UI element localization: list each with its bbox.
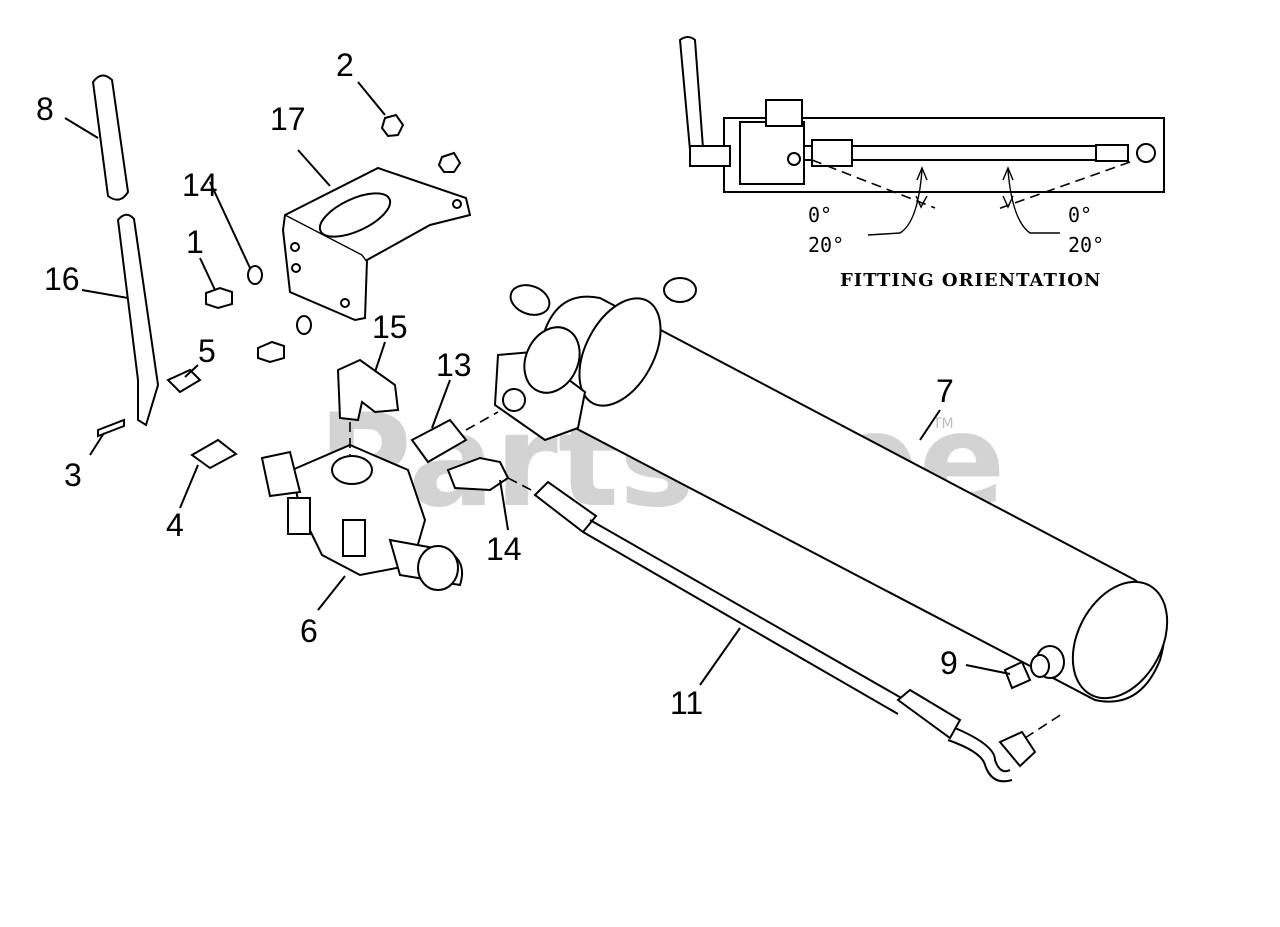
callout-15: 14	[486, 531, 522, 567]
hydraulic-cylinder	[493, 277, 1169, 703]
callout-14: 13	[436, 347, 472, 383]
callout-13: 15	[372, 309, 408, 345]
angle-right-20: 20°	[1068, 233, 1104, 257]
callout-12: 14	[182, 167, 218, 203]
callout-3: 3	[64, 457, 82, 493]
fittings	[336, 358, 1032, 690]
callout-4: 4	[166, 507, 184, 543]
leader-lines	[64, 81, 1011, 686]
elbow-13	[336, 358, 400, 422]
callout-7: 7	[936, 373, 954, 409]
callout-2: 2	[336, 47, 354, 83]
callout-16: 16	[44, 261, 80, 297]
callout-1: 1	[186, 224, 204, 260]
clip-5	[166, 368, 202, 394]
callout-8: 8	[36, 91, 54, 127]
callout-11: 11	[670, 685, 703, 721]
washer-lower	[296, 315, 312, 335]
hardware	[205, 113, 462, 364]
hydraulic-hose	[533, 480, 1066, 783]
handle-lever-16	[116, 213, 160, 427]
angle-right-0: 0°	[1068, 203, 1092, 227]
callout-5: 5	[198, 333, 216, 369]
angle-left-20: 20°	[808, 233, 844, 257]
callout-6: 6	[300, 613, 318, 649]
fitting-orientation-inset: 0° 20° 0° 20° FITTING ORIENTATION	[678, 36, 1165, 291]
washer-12	[247, 265, 263, 285]
bolt-lower	[257, 340, 285, 364]
handle-grip-8	[91, 74, 130, 201]
mounting-bracket	[281, 166, 472, 322]
callout-9: 9	[940, 645, 958, 681]
watermark-trademark: TM	[932, 416, 954, 432]
control-valve	[260, 443, 464, 591]
angle-left-0: 0°	[808, 203, 832, 227]
inset-caption: FITTING ORIENTATION	[840, 270, 1101, 291]
adapter-14	[410, 418, 468, 464]
bolt-upper	[437, 151, 462, 173]
control-handle	[91, 74, 238, 470]
bolt-2	[380, 113, 405, 138]
bolt-1	[205, 286, 233, 310]
callout-17: 17	[270, 101, 306, 137]
link-4	[190, 438, 238, 470]
callout-labels: 8 2 17 14 1 16 5 3 4 6 15 13 14 7 9 11	[36, 47, 958, 721]
oring-9	[1003, 660, 1032, 690]
pin-3	[97, 418, 125, 438]
